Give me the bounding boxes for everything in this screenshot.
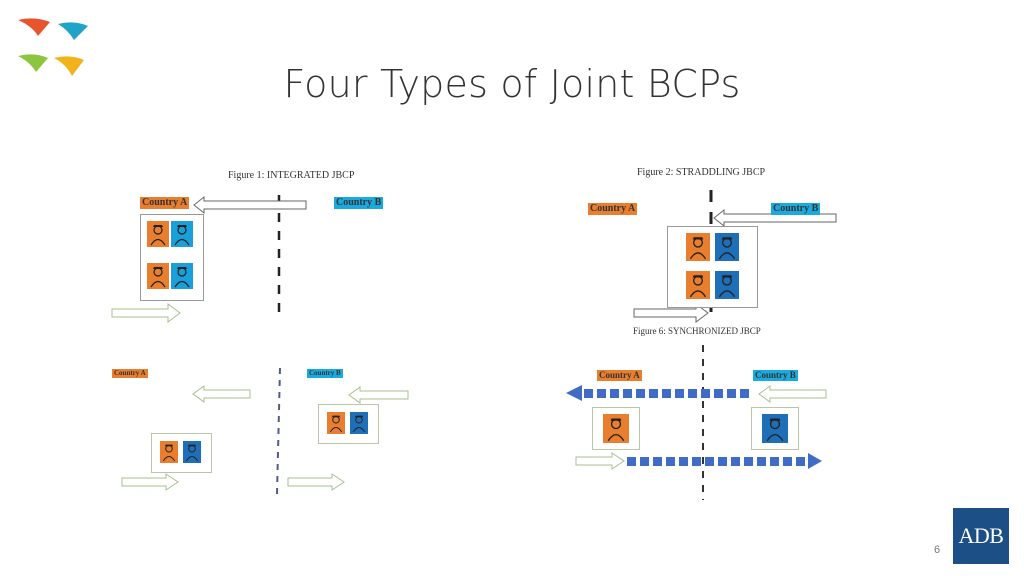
fig4-checkpoint-a-box	[592, 407, 640, 450]
fig3-arrow-left-a	[192, 385, 251, 403]
officer-icon	[762, 414, 788, 443]
fig2-country-a-label: Country A	[588, 203, 638, 215]
fig3-arrow-left-b	[348, 386, 409, 404]
officer-icon	[160, 441, 178, 463]
fig1-title: Figure 1: INTEGRATED JBCP	[228, 170, 355, 181]
fig4-checkpoint-b-box	[751, 407, 799, 450]
fig4-title: Figure 6: SYNCHRONIZED JBCP	[633, 326, 761, 336]
fig3-checkpoint-b-box	[318, 404, 379, 444]
fig4-country-a-label: Country A	[597, 370, 642, 381]
fig1-country-a-label: Country A	[140, 197, 190, 209]
fig3-country-a-label: Country A	[112, 369, 148, 378]
officer-icon	[686, 233, 710, 261]
fig3-arrow-right-b	[287, 473, 345, 491]
officer-icon	[147, 263, 169, 289]
fig3-arrow-right-a	[121, 473, 179, 491]
corporate-logo-icon	[18, 18, 88, 76]
fig4-arrow-right-green	[575, 452, 625, 470]
fig3-checkpoint-a-box	[151, 433, 212, 473]
officer-icon	[171, 221, 193, 247]
fig4-blue-arrow-left	[566, 385, 749, 401]
fig2-country-b-label: Country B	[771, 203, 821, 215]
slide-title: Four Types of Joint BCPs	[283, 62, 741, 106]
fig4-arrow-left-green	[758, 385, 827, 403]
fig4-country-b-label: Country B	[753, 370, 798, 381]
fig2-arrow-right	[633, 303, 709, 323]
fig1-country-b-label: Country B	[334, 197, 384, 209]
officer-icon	[171, 263, 193, 289]
officer-icon	[715, 233, 739, 261]
fig1-checkpoint-box	[140, 214, 204, 301]
fig3-border-line	[276, 367, 281, 495]
adb-logo: ADB	[953, 508, 1009, 564]
officer-icon	[686, 271, 710, 299]
fig2-checkpoint-box	[667, 226, 758, 308]
fig3-country-b-label: Country B	[307, 369, 343, 378]
fig1-arrow-right	[111, 303, 181, 323]
officer-icon	[350, 412, 368, 434]
officer-icon	[183, 441, 201, 463]
officer-icon	[327, 412, 345, 434]
officer-icon	[715, 271, 739, 299]
fig2-title: Figure 2: STRADDLING JBCP	[637, 167, 766, 178]
fig1-arrow-left	[193, 195, 307, 215]
officer-icon	[603, 414, 629, 443]
page-number: 6	[934, 544, 941, 556]
fig4-blue-arrow-right	[627, 453, 822, 469]
officer-icon	[147, 221, 169, 247]
